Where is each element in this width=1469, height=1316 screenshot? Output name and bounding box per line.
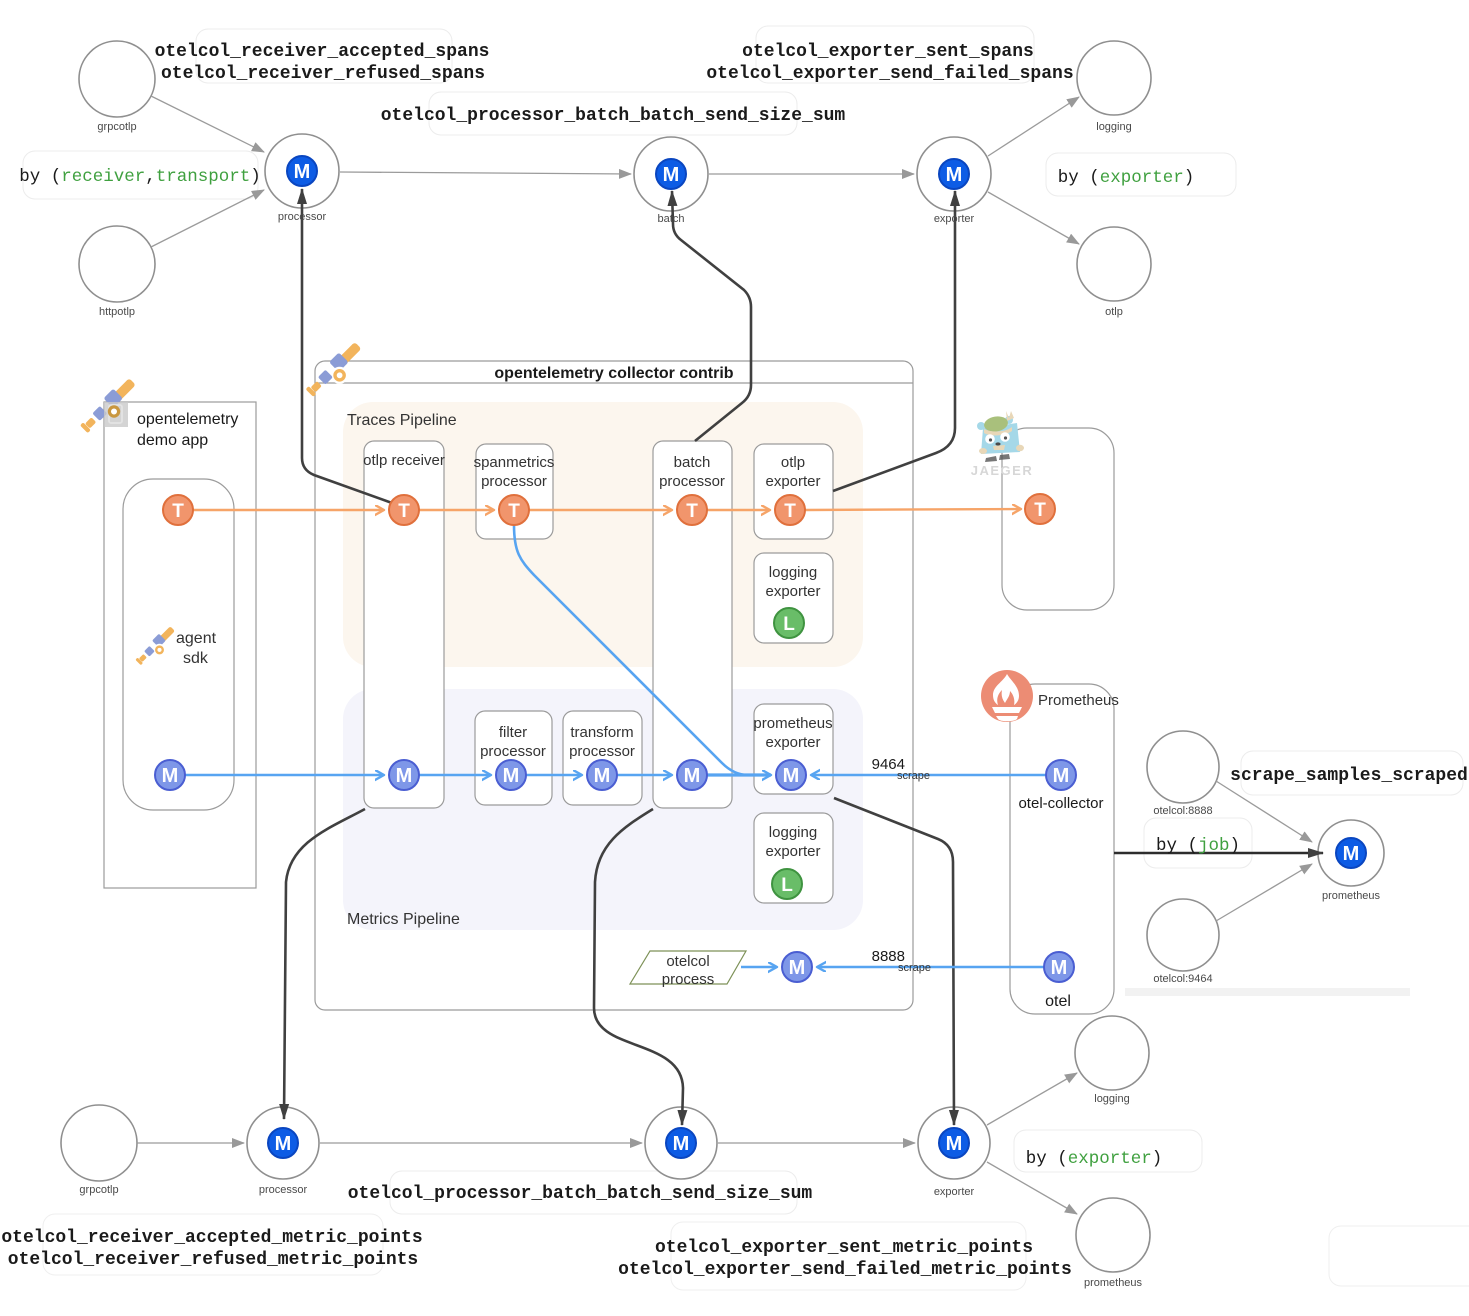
svg-text:T: T xyxy=(784,501,796,522)
svg-text:Prometheus: Prometheus xyxy=(1038,692,1119,709)
svg-text:sdk: sdk xyxy=(183,650,209,667)
svg-text:by (exporter): by (exporter) xyxy=(1058,168,1195,188)
svg-text:batch: batch xyxy=(674,454,711,471)
svg-text:otlp receiver: otlp receiver xyxy=(363,452,445,469)
svg-text:grpcotlp: grpcotlp xyxy=(97,121,136,133)
svg-text:M: M xyxy=(1053,765,1070,787)
svg-text:8888: 8888 xyxy=(872,948,905,965)
svg-text:otelcol_receiver_accepted_span: otelcol_receiver_accepted_spans xyxy=(155,42,490,62)
svg-text:T: T xyxy=(172,501,184,522)
svg-text:M: M xyxy=(275,1133,292,1155)
svg-text:exporter: exporter xyxy=(934,213,975,225)
svg-text:M: M xyxy=(396,765,413,787)
svg-text:grpcotlp: grpcotlp xyxy=(79,1184,118,1196)
svg-text:otlp: otlp xyxy=(781,454,805,471)
svg-text:M: M xyxy=(789,957,806,979)
svg-text:otlp: otlp xyxy=(1105,306,1123,318)
svg-text:exporter: exporter xyxy=(934,1186,975,1198)
svg-text:otelcol_exporter_sent_metric_p: otelcol_exporter_sent_metric_points xyxy=(655,1238,1033,1258)
svg-text:otel-collector: otel-collector xyxy=(1018,795,1103,812)
svg-text:exporter: exporter xyxy=(765,583,820,600)
svg-text:otelcol:8888: otelcol:8888 xyxy=(1153,805,1212,817)
svg-text:JAEGER: JAEGER xyxy=(971,463,1033,478)
svg-text:processor: processor xyxy=(659,473,725,490)
svg-text:processor: processor xyxy=(278,211,327,223)
svg-text:scrape: scrape xyxy=(897,770,930,782)
svg-text:L: L xyxy=(781,875,793,896)
svg-text:otelcol_processor_batch_batch_: otelcol_processor_batch_batch_send_size_… xyxy=(381,106,846,126)
svg-text:processor: processor xyxy=(259,1184,308,1196)
svg-text:httpotlp: httpotlp xyxy=(99,306,135,318)
svg-text:M: M xyxy=(594,765,611,787)
svg-text:prometheus: prometheus xyxy=(1084,1277,1143,1289)
svg-text:exporter: exporter xyxy=(765,734,820,751)
svg-text:T: T xyxy=(1034,500,1046,521)
svg-text:M: M xyxy=(1051,957,1068,979)
svg-text:by (receiver,transport): by (receiver,transport) xyxy=(19,167,261,187)
svg-text:processor: processor xyxy=(569,743,635,760)
svg-text:by (exporter): by (exporter) xyxy=(1026,1149,1163,1169)
svg-text:M: M xyxy=(684,765,701,787)
svg-text:prometheus: prometheus xyxy=(1322,890,1381,902)
svg-text:otel: otel xyxy=(1045,993,1071,1010)
svg-text:otelcol: otelcol xyxy=(666,953,709,970)
svg-text:scrape_samples_scraped: scrape_samples_scraped xyxy=(1230,766,1468,786)
svg-text:M: M xyxy=(783,765,800,787)
svg-text:M: M xyxy=(673,1133,690,1155)
svg-text:Metrics Pipeline: Metrics Pipeline xyxy=(347,911,460,928)
svg-text:logging: logging xyxy=(1096,121,1131,133)
svg-text:otelcol_processor_batch_batch_: otelcol_processor_batch_batch_send_size_… xyxy=(348,1184,813,1204)
svg-text:exporter: exporter xyxy=(765,843,820,860)
svg-text:M: M xyxy=(663,164,680,186)
svg-text:spanmetrics: spanmetrics xyxy=(474,454,555,471)
svg-text:otelcol:9464: otelcol:9464 xyxy=(1153,973,1212,985)
svg-text:prometheus: prometheus xyxy=(753,715,832,732)
svg-text:batch: batch xyxy=(658,213,685,225)
svg-text:transform: transform xyxy=(570,724,633,741)
svg-text:M: M xyxy=(503,765,520,787)
svg-text:L: L xyxy=(783,614,795,635)
svg-text:processor: processor xyxy=(481,473,547,490)
svg-text:otelcol_exporter_send_failed_m: otelcol_exporter_send_failed_metric_poin… xyxy=(618,1260,1072,1280)
svg-text:logging: logging xyxy=(1094,1093,1129,1105)
svg-text:M: M xyxy=(946,164,963,186)
svg-text:T: T xyxy=(398,501,410,522)
svg-text:otelcol_exporter_sent_spans: otelcol_exporter_sent_spans xyxy=(742,42,1034,62)
svg-text:otelcol_receiver_refused_spans: otelcol_receiver_refused_spans xyxy=(161,64,485,84)
svg-text:agent: agent xyxy=(176,630,217,647)
svg-text:otelcol_receiver_accepted_metr: otelcol_receiver_accepted_metric_points xyxy=(1,1228,422,1248)
svg-text:opentelemetry collector contri: opentelemetry collector contrib xyxy=(494,365,733,382)
svg-text:otelcol_receiver_refused_metri: otelcol_receiver_refused_metric_points xyxy=(8,1250,418,1270)
svg-text:M: M xyxy=(162,765,179,787)
svg-text:Traces Pipeline: Traces Pipeline xyxy=(347,412,457,429)
svg-text:opentelemetry: opentelemetry xyxy=(137,411,238,428)
svg-text:processor: processor xyxy=(480,743,546,760)
svg-text:M: M xyxy=(294,161,311,183)
svg-text:M: M xyxy=(946,1133,963,1155)
svg-text:T: T xyxy=(686,501,698,522)
svg-text:demo app: demo app xyxy=(137,432,208,449)
svg-text:M: M xyxy=(1343,843,1360,865)
svg-text:scrape: scrape xyxy=(898,962,931,974)
svg-text:T: T xyxy=(508,501,520,522)
svg-text:by (job): by (job) xyxy=(1156,836,1240,856)
svg-text:filter: filter xyxy=(499,724,527,741)
svg-text:logging: logging xyxy=(769,564,817,581)
svg-text:otelcol_exporter_send_failed_s: otelcol_exporter_send_failed_spans xyxy=(706,64,1073,84)
svg-text:exporter: exporter xyxy=(765,473,820,490)
svg-text:logging: logging xyxy=(769,824,817,841)
svg-text:9464: 9464 xyxy=(872,756,905,773)
svg-text:process: process xyxy=(662,971,715,988)
